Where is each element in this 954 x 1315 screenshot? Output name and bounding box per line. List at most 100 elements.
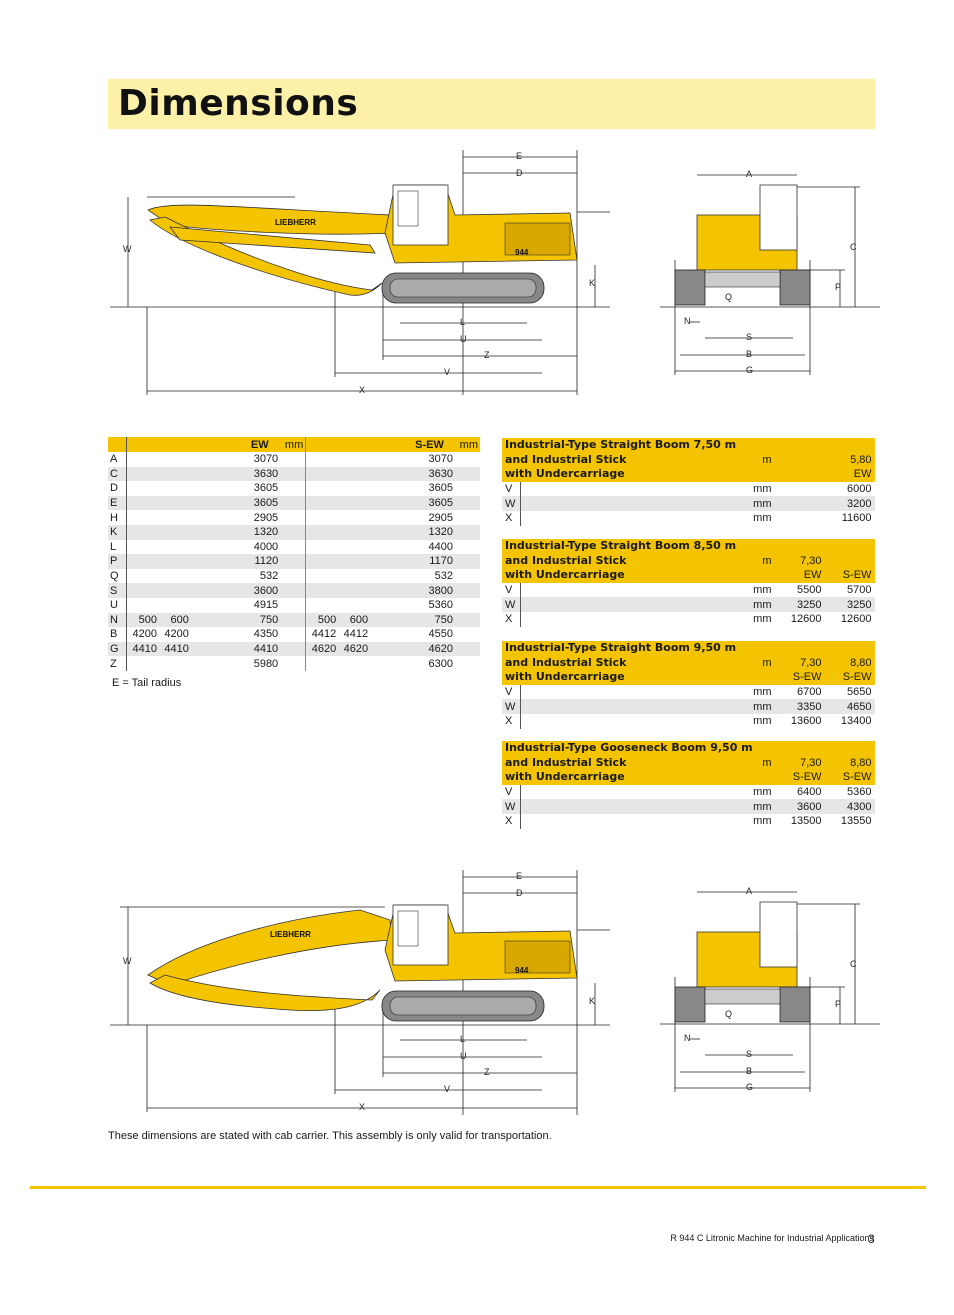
boom-value: 13600 (790, 715, 822, 728)
spacer (280, 627, 306, 642)
boom-value: 11600 (841, 512, 872, 525)
dims-label: D (108, 481, 127, 496)
sew-value (338, 524, 371, 540)
spacer (280, 524, 306, 540)
ew-value (127, 481, 159, 496)
dims-label: U (108, 597, 127, 613)
spacer (280, 495, 306, 511)
dims-label: S (108, 583, 127, 598)
brand-label-1: LIEBHERR (275, 218, 316, 227)
title-band: Dimensions (108, 79, 875, 129)
spacer (454, 495, 480, 511)
ew-value: 3630 (190, 466, 281, 482)
svg-text:K: K (589, 996, 595, 1006)
sew-value: 4400 (428, 540, 453, 553)
spacer (454, 466, 480, 482)
ew-value (126, 583, 159, 598)
ew-value: 532 (259, 570, 279, 583)
spacer (280, 598, 306, 613)
front-dim-labels-2: A C P Q N S B G (684, 886, 857, 1092)
svg-text:L: L (460, 1034, 465, 1044)
boom-row-unit: mm (742, 496, 775, 511)
boom-title: with Undercarriage (502, 467, 775, 482)
svg-text:B: B (746, 349, 752, 359)
svg-text:Q: Q (725, 1009, 732, 1019)
undercarriage-type: S-EW (774, 670, 825, 685)
ew-value: 4410 (190, 641, 281, 657)
spacer (280, 452, 306, 467)
sew-value (338, 481, 370, 496)
boom-unit: m (742, 655, 775, 671)
sew-value (338, 466, 371, 482)
spacer (454, 524, 480, 540)
svg-text:Z: Z (484, 350, 490, 360)
boom-value: 3200 (824, 496, 875, 511)
dims-label: L (108, 539, 127, 555)
sew-value (305, 524, 339, 540)
boom-row-label: W (502, 699, 521, 714)
spacer (455, 481, 480, 496)
spacer (454, 583, 480, 598)
boom-title: Industrial-Type Straight Boom 9,50 m (502, 641, 775, 656)
boom-value: 3250 (774, 597, 825, 612)
ew-value (158, 554, 191, 569)
transport-note: These dimensions are stated with cab car… (108, 1130, 552, 1142)
sew-value (305, 568, 339, 584)
ew-value (126, 466, 159, 482)
svg-text:U: U (460, 1051, 467, 1061)
undercarriage-type: S-EW (824, 568, 875, 583)
boom-row-label: V (502, 684, 521, 700)
ew-value: 750 (190, 612, 281, 628)
svg-text:E: E (516, 151, 522, 161)
spacer (455, 452, 480, 467)
sew-header: S-EW (370, 437, 455, 452)
sew-value (338, 554, 371, 569)
boom-value: 5500 (797, 584, 822, 597)
front-view-diagram-1: A C P Q N S B G (660, 169, 880, 375)
spacer (455, 656, 480, 671)
spacer (455, 598, 480, 613)
boom-title: Industrial-Type Straight Boom 7,50 m (502, 438, 775, 453)
undercarriage-type: S-EW (774, 770, 825, 785)
sew-value (338, 540, 370, 555)
boom-unit: m (742, 452, 775, 468)
ew-value (159, 510, 191, 525)
ew-value: 4200 (164, 628, 189, 641)
stick-length: 7,30 (774, 553, 825, 569)
sew-value (338, 495, 371, 511)
svg-text:V: V (444, 1084, 450, 1094)
boom-title: and Industrial Stick (502, 755, 742, 771)
svg-text:G: G (746, 365, 753, 375)
ew-value: 4915 (253, 599, 279, 612)
sew-value: 750 (370, 612, 455, 628)
ew-value: 1320 (190, 524, 281, 540)
spacer (455, 510, 480, 525)
ew-value (126, 524, 159, 540)
boom-title: with Undercarriage (502, 670, 775, 685)
boom-value (774, 496, 825, 511)
boom-row-unit: mm (753, 483, 772, 496)
boom-value: 4300 (824, 799, 875, 814)
boom-title: and Industrial Stick (502, 553, 742, 569)
brand-label-2: LIEBHERR (270, 930, 311, 939)
boom-row-unit: mm (753, 584, 772, 597)
side-dim-labels-1: E D W H K L U Z V X (123, 151, 595, 395)
dims-label: B (108, 627, 127, 642)
ew-value (127, 569, 159, 584)
sew-value (305, 495, 339, 511)
spacer (454, 554, 480, 569)
boom-row-unit: mm (742, 597, 775, 612)
sew-value: 3630 (370, 466, 455, 482)
boom-title: and Industrial Stick (502, 655, 742, 671)
